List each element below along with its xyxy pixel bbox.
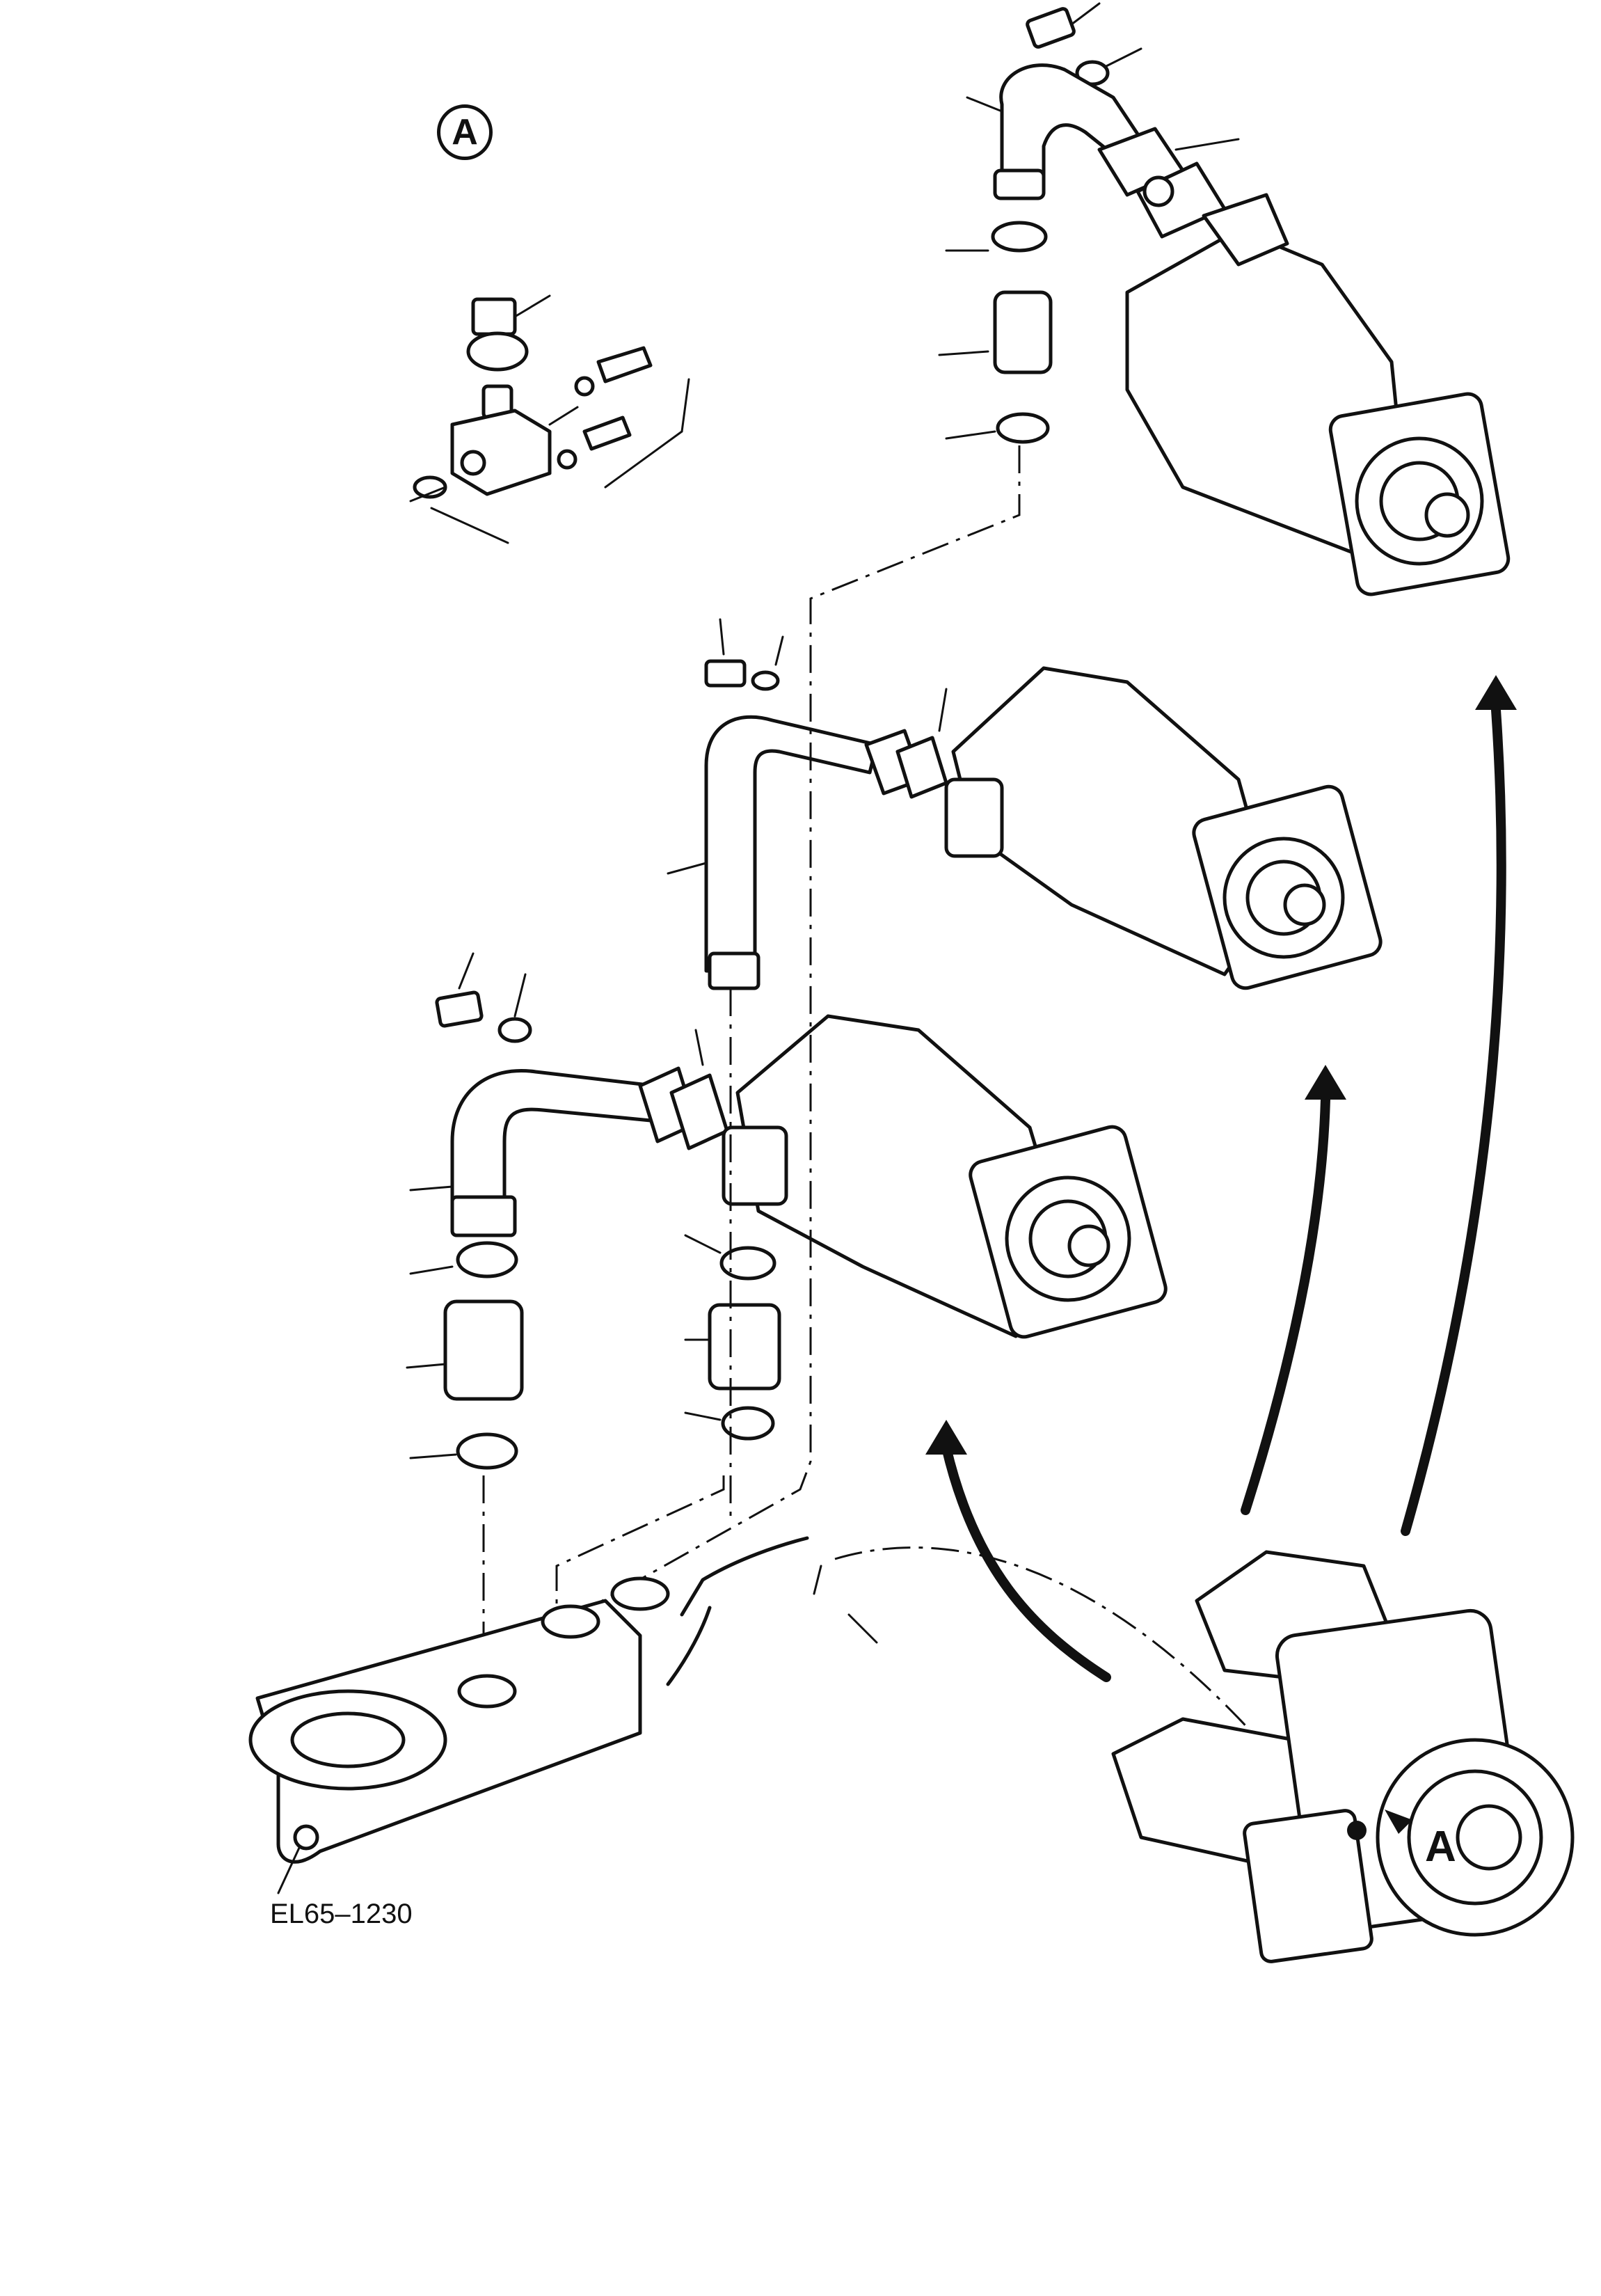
view-a-label: A — [1425, 1823, 1456, 1871]
detail-a-valve-assembly — [409, 294, 690, 544]
drawing-number: EL65–1230 — [270, 1899, 413, 1929]
tank-housing — [248, 1536, 878, 1894]
main-pump-assembly — [1111, 1550, 1575, 1963]
detail-a-marker: A — [437, 104, 493, 160]
upper-motor-assembly — [938, 2, 1511, 596]
location-arrows — [925, 675, 1517, 1682]
assembly-centerlines — [482, 445, 1323, 1817]
lower-motor-assembly — [406, 952, 1168, 1470]
middle-motor-assembly — [667, 618, 1383, 990]
